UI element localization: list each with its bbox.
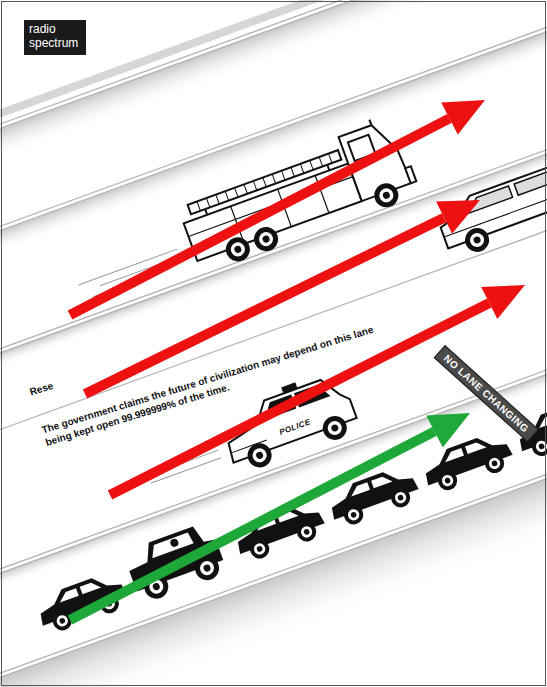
driver [169,538,179,548]
lane-line [0,0,547,597]
humvee-body [434,151,547,249]
road-sign: NO LANE CHANGING [434,345,539,442]
lane-line [0,15,547,665]
lane-band [0,0,547,389]
light-bar [282,383,297,393]
military-vehicle [419,109,547,248]
truck-bumper [405,166,416,183]
red-arrowhead [481,285,525,319]
note-text: The government claims the future of civi… [40,319,392,449]
humvee-window [463,167,547,214]
car [325,463,423,531]
car [33,569,131,637]
green-arrow [70,431,435,620]
lane-line [0,0,547,399]
red-arrowhead [441,100,485,134]
title-tag: radio spectrum [24,20,86,55]
note-text: Rese [28,379,55,398]
lane-line [0,0,547,395]
lane-line [0,138,547,687]
police-wheel [244,440,275,471]
door-text: POLICE [278,417,312,437]
truck-wheel [251,224,282,255]
car [419,428,517,496]
truck-light [369,120,371,126]
red-arrowhead [436,200,480,234]
humvee-wheel [462,225,493,256]
police-wheel [319,413,350,444]
lane-line [0,142,547,687]
ladder-rungs [197,154,332,211]
truck-wheel [371,180,402,211]
green-arrowhead [426,413,470,447]
red-arrow [70,118,450,315]
